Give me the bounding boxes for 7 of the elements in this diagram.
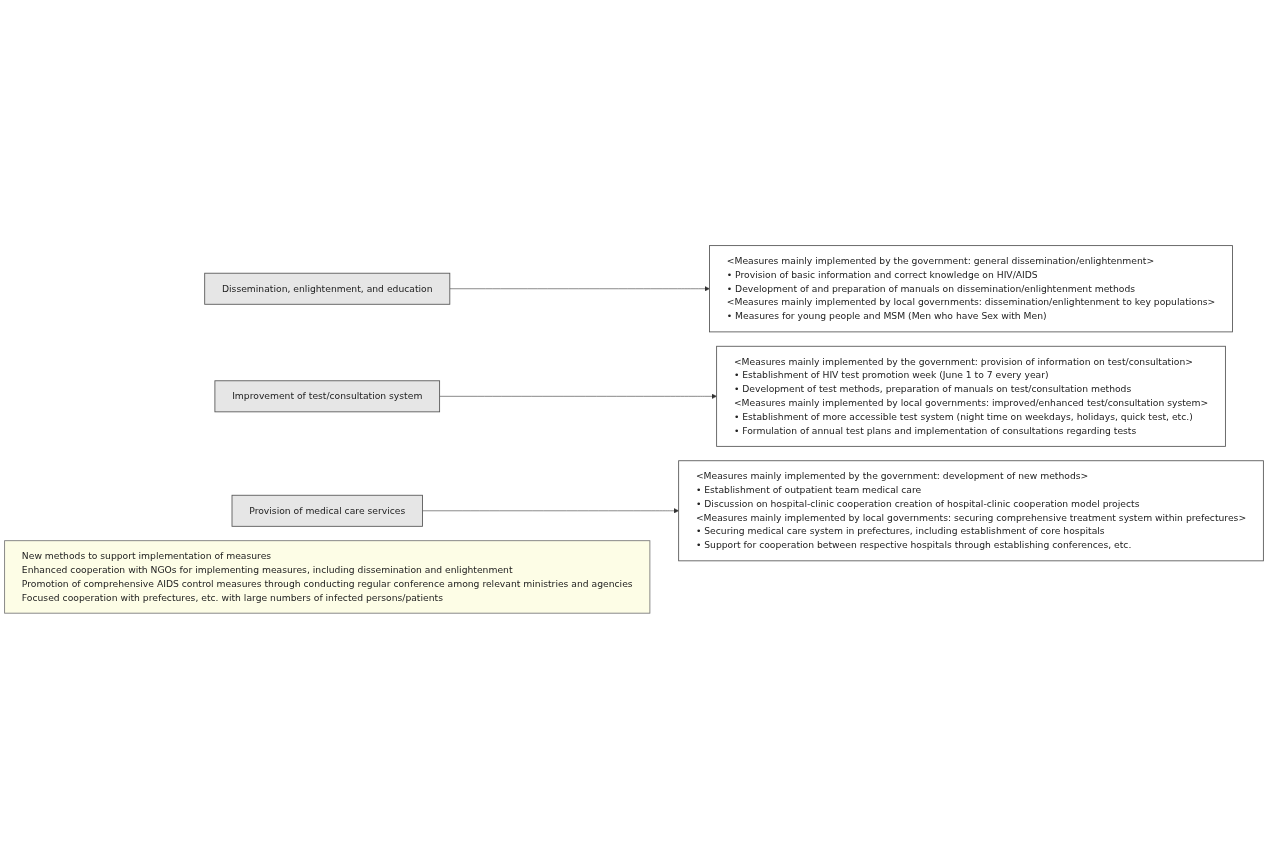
node-box: <Measures mainly implemented by the government: development of new methods> • Establishment of outpatient team medical care • Discussion on hospital-clinic cooperation creation of hospital-clinic cooperation model projects <Measures mainly implemented by local governments: securing comprehensive treatment system within prefectures> • Securing medical care system in prefectures, including establishment of core hospitals • Support for cooperation between respective hospitals through establishing conferences, etc. <box>678 460 1264 562</box>
node-box: <Measures mainly implemented by the government: provision of information on test/consultation> • Establishment of HIV test promotion week (June 1 to 7 every year) • Development of test methods, preparation of manuals on test/consultation methods <Measures mainly implemented by local governments: improved/enhanced test/consultation system> • Establishment of more accessible test system (night time on weekdays, holidays, quick test, etc.) • Formulation of annual test plans and implementation of consultations regarding tests <box>716 345 1226 447</box>
node-box: <Measures mainly implemented by the government: general dissemination/enlightenment> • Provision of basic information and correct knowledge on HIV/AIDS • Development of and preparation of manuals on dissemination/enlightenment methods <Measures mainly implemented by local governments: dissemination/enlightenment to key populations> • Measures for young people and MSM (Men who have Sex with Men) <box>709 245 1233 333</box>
node-box: Dissemination, enlightenment, and education <box>204 272 451 305</box>
node-box: Improvement of test/consultation system <box>214 380 441 413</box>
node-box: New methods to support implementation of measures Enhanced cooperation with NGOs for implementing measures, including dissemination and enlightenment Promotion of comprehensive AIDS control measures through conducting regular conference among relevant ministries and agencies Focused cooperation with prefectures, etc. with large numbers of infected persons/patients <box>4 540 651 614</box>
node-box: Provision of medical care services <box>231 494 423 527</box>
